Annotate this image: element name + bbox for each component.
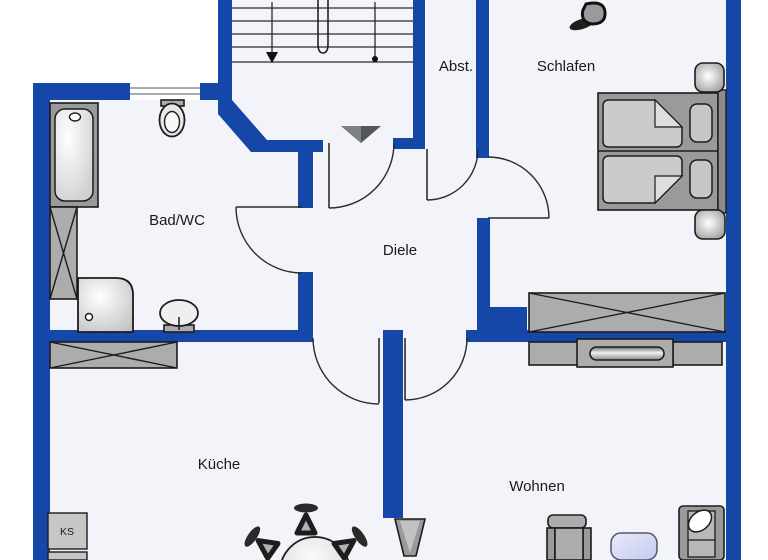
fridge-label: KS (60, 526, 74, 538)
dining-chair (331, 526, 368, 560)
pillow (689, 103, 713, 143)
room-label-kueche: Küche (198, 456, 241, 473)
sofa-pillow (687, 509, 713, 533)
nightstand (694, 62, 725, 93)
armchair (546, 514, 592, 560)
tv (589, 346, 665, 361)
coffee-table (610, 532, 658, 560)
staircase (232, 0, 413, 63)
toilet (158, 99, 186, 138)
room-label-bad-wc: Bad/WC (149, 212, 205, 229)
room-label-abst: Abst. (439, 58, 473, 75)
stair-direction-arrow (266, 52, 278, 63)
window (130, 83, 200, 100)
room-label-wohnen: Wohnen (509, 478, 565, 495)
room-label-diele: Diele (383, 242, 417, 259)
room-labels: Bad/WC Diele Abst. Schlafen Küche Wohnen (149, 58, 595, 495)
shower (77, 277, 134, 333)
wardrobe (528, 292, 726, 333)
floor-lamp (393, 518, 427, 557)
dining-chair (294, 503, 318, 536)
doors (235, 142, 550, 405)
dining-chair (244, 526, 281, 560)
bathtub (49, 102, 99, 208)
sofa (678, 505, 725, 560)
nightstand (694, 209, 726, 240)
stair-handrail (317, 0, 329, 54)
dining-table-set (244, 503, 368, 560)
mattress (602, 155, 713, 205)
plant (569, 1, 607, 31)
door-schlafen (487, 156, 550, 219)
washbasin (159, 299, 199, 333)
walls (33, 0, 741, 560)
pillow (689, 159, 713, 199)
double-bed (597, 89, 727, 214)
fridge: KS (47, 512, 88, 560)
entrance-arrow (341, 126, 381, 143)
door-kueche (312, 337, 380, 405)
door-abst (426, 148, 479, 201)
wall-cabinet (49, 206, 78, 300)
walkline-start-dot (372, 56, 378, 62)
room-label-schlafen: Schlafen (537, 58, 595, 75)
door-wohnen (404, 337, 468, 401)
kitchen-counter (49, 341, 178, 369)
mattress (602, 98, 713, 148)
door-bad-wc (235, 206, 303, 274)
tv-sideboard (528, 338, 723, 368)
dining-table (281, 536, 349, 560)
door-entrance (328, 142, 395, 209)
